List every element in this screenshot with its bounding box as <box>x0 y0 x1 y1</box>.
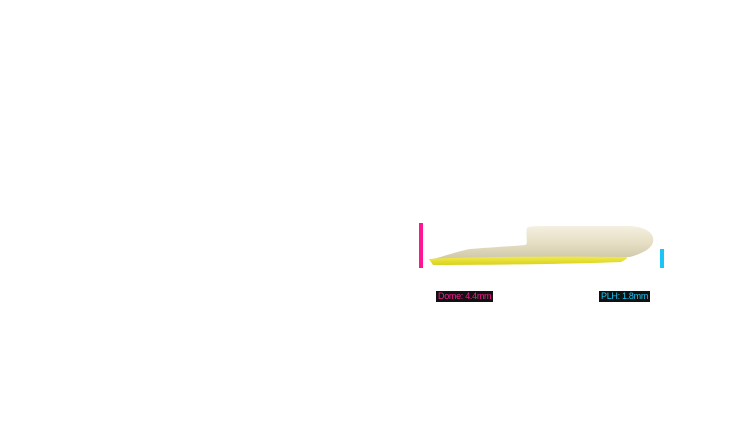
plh-marker-bar <box>660 249 664 268</box>
dome-measurement-label: Dome: 4.4mm <box>436 291 494 302</box>
implant-base <box>429 256 628 265</box>
implant-model <box>429 226 654 265</box>
dome-marker-bar <box>419 223 423 268</box>
plh-measurement-label: PLH: 1.8mm <box>599 291 651 302</box>
implant-body <box>433 226 654 260</box>
